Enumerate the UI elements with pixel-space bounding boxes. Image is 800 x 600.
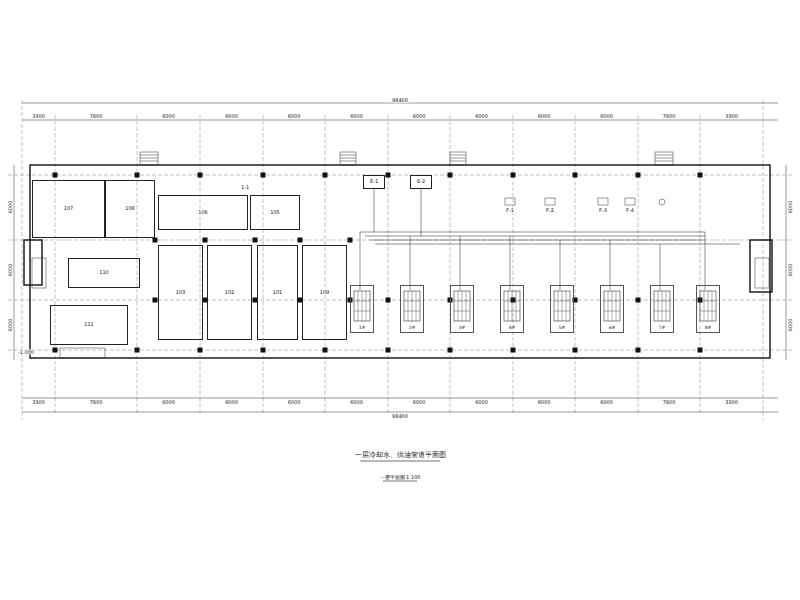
node-label: 103	[175, 290, 187, 296]
room-outline: 109	[302, 245, 347, 340]
plan-label: F-3	[598, 208, 608, 213]
dimension-text: 7800	[662, 400, 677, 405]
room-outline: 105	[250, 195, 300, 230]
node-label: 1#	[358, 326, 367, 331]
dimension-text: 7800	[662, 114, 677, 119]
room-outline: 102	[207, 245, 252, 340]
drawing-title: 一层冷却水、供油管道平面图	[355, 452, 446, 459]
node-label: 109	[319, 290, 331, 296]
room-outline: 108	[105, 180, 155, 238]
node-label: 101	[272, 290, 284, 296]
dimension-text: 7800	[89, 114, 104, 119]
dimension-text: 3300	[724, 400, 739, 405]
generator-unit: 5#	[550, 285, 574, 333]
room-outline: 106	[158, 195, 248, 230]
dimension-text: 6000	[8, 200, 13, 215]
node-label: 102	[224, 290, 236, 296]
dimension-text: 6000	[788, 318, 793, 333]
node-label: 106	[197, 210, 209, 216]
dimension-text: 3300	[724, 114, 739, 119]
node-label: 4#	[508, 326, 517, 331]
dimension-text: 6000	[287, 400, 302, 405]
room-outline: 103	[158, 245, 203, 340]
generator-unit: 2#	[400, 285, 424, 333]
node-label: 5#	[558, 326, 567, 331]
dimension-text: 6000	[349, 400, 364, 405]
generator-unit: 6#	[600, 285, 624, 333]
generator-unit: 7#	[650, 285, 674, 333]
node-label: 3#	[458, 326, 467, 331]
room-outline: 101	[257, 245, 298, 340]
dimension-text: 6000	[412, 114, 427, 119]
generator-unit: 3#	[450, 285, 474, 333]
dimension-text: 6000	[788, 263, 793, 278]
dimension-text: 6000	[8, 263, 13, 278]
dimension-text: 3300	[31, 114, 46, 119]
node-label: 105	[269, 210, 281, 216]
dimension-text: 98400	[391, 414, 409, 419]
dimension-text: 6000	[161, 400, 176, 405]
node-label: 111	[83, 322, 95, 328]
generator-unit: 8#	[696, 285, 720, 333]
generator-unit: 4#	[500, 285, 524, 333]
dimension-text: 6000	[474, 400, 489, 405]
dimension-text: 6000	[474, 114, 489, 119]
node-label: 2#	[408, 326, 417, 331]
dimension-text: 6000	[537, 400, 552, 405]
dimension-text: 98400	[391, 98, 409, 103]
plan-label: 1-1	[240, 185, 250, 190]
room-outline: 110	[68, 258, 140, 288]
dimension-text: 3300	[31, 400, 46, 405]
node-label: 6#	[608, 326, 617, 331]
node-label: 107	[63, 206, 75, 212]
dimension-text: 6000	[599, 114, 614, 119]
dimension-text: 6000	[788, 200, 793, 215]
scale-caption: 一层平面图 1:100	[380, 475, 421, 480]
plan-label: F-2	[545, 208, 555, 213]
plan-label: -1.000	[17, 350, 35, 355]
plan-label: F-1	[505, 208, 515, 213]
dimension-text: 6000	[599, 400, 614, 405]
node-label: 110	[98, 270, 110, 276]
dimension-text: 6000	[8, 318, 13, 333]
node-label: 8#	[704, 326, 713, 331]
room-outline: 111	[50, 305, 128, 345]
node-label: E-1	[369, 179, 379, 185]
node-label: 7#	[658, 326, 667, 331]
dimension-text: 6000	[287, 114, 302, 119]
dimension-text: 6000	[224, 114, 239, 119]
equipment-box: E-2	[410, 175, 432, 189]
plan-label: F-4	[625, 208, 635, 213]
node-label: 108	[124, 206, 136, 212]
dimension-text: 6000	[537, 114, 552, 119]
generator-unit: 1#	[350, 285, 374, 333]
dimension-text: 6000	[161, 114, 176, 119]
room-outline: 107	[32, 180, 105, 238]
dimension-text: 6000	[412, 400, 427, 405]
dimension-text: 6000	[224, 400, 239, 405]
equipment-box: E-1	[363, 175, 385, 189]
node-label: E-2	[416, 179, 426, 185]
dimension-text: 6000	[349, 114, 364, 119]
dimension-text: 7800	[89, 400, 104, 405]
